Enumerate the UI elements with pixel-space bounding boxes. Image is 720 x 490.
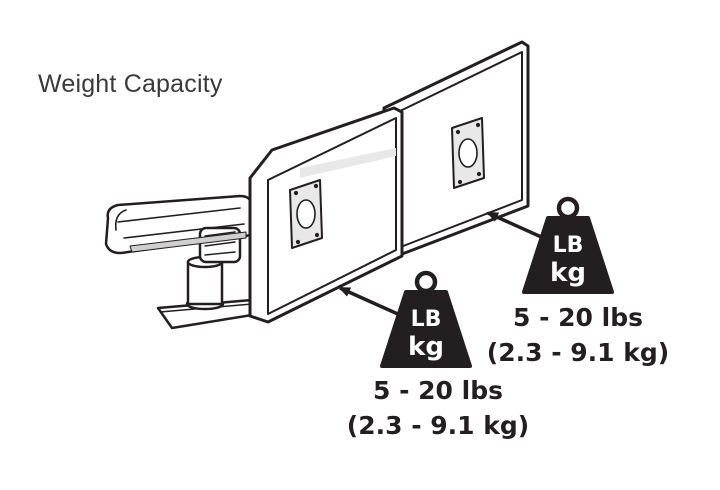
lbs-range: 5 - 20 lbs [372, 376, 504, 405]
weight-spec-right: 5 - 20 lbs (2.3 - 9.1 kg) [478, 305, 678, 365]
monitor-icon-left [248, 106, 404, 324]
weight-bottom-label: kg [550, 258, 586, 288]
arrow-icon-right [486, 211, 549, 242]
weight-icon-left: LB kg [380, 270, 472, 368]
kg-range: (2.3 - 9.1 kg) [346, 411, 530, 440]
monitor-icon-right [382, 40, 530, 260]
weight-spec-left: 5 - 20 lbs (2.3 - 9.1 kg) [338, 378, 538, 438]
kg-range: (2.3 - 9.1 kg) [486, 338, 670, 367]
weight-top-label: LB [553, 233, 584, 258]
weight-icon-right: LB kg [522, 196, 614, 294]
lbs-range: 5 - 20 lbs [512, 303, 644, 332]
arrow-icon-left [338, 286, 401, 317]
weight-bottom-label: kg [408, 332, 444, 362]
diagram-title: Weight Capacity [38, 70, 223, 98]
desk-base [156, 255, 260, 330]
weight-top-label: LB [411, 307, 442, 332]
